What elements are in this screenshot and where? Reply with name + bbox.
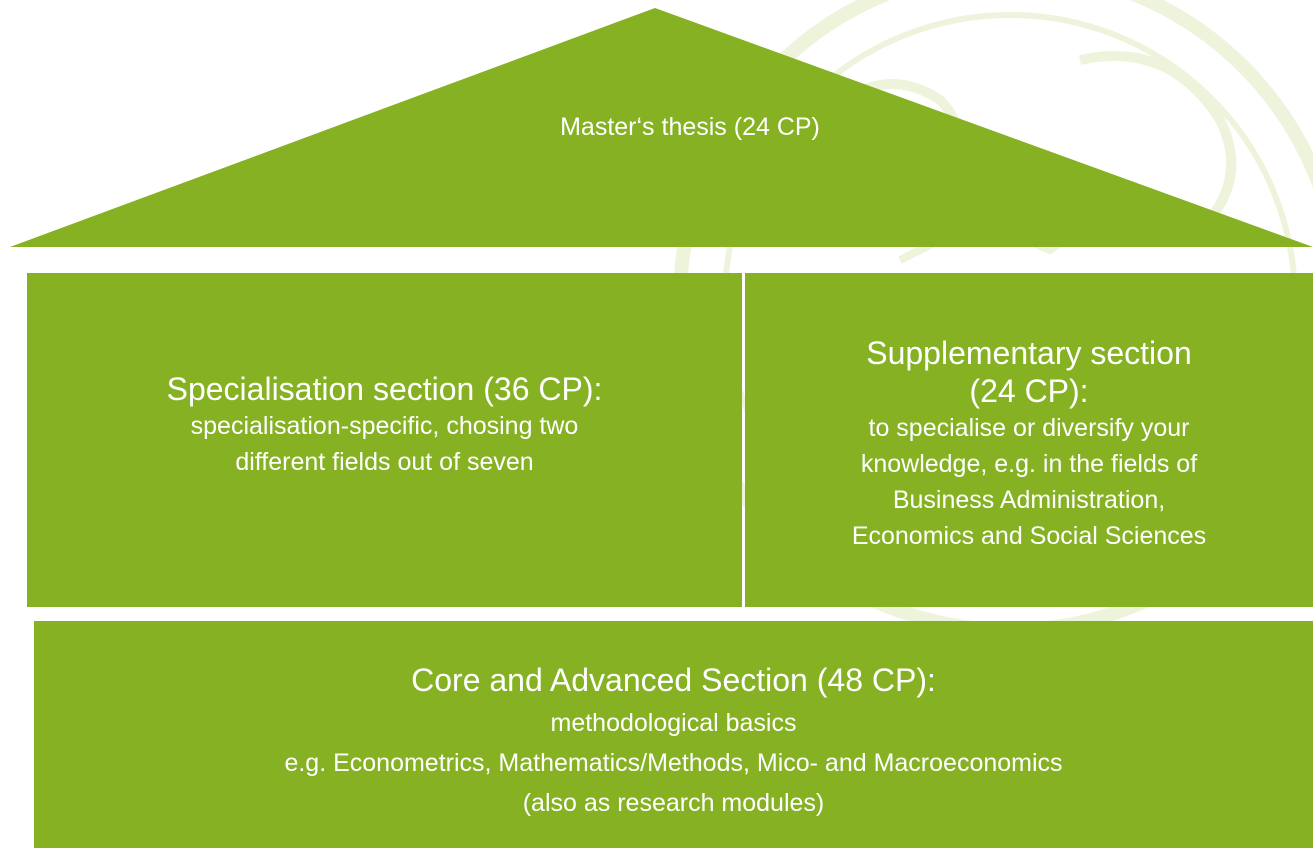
core-line: e.g. Econometrics, Mathematics/Methods, … <box>284 748 1063 777</box>
core-line: (also as research modules) <box>522 788 825 817</box>
supplementary-heading: Supplementary section <box>866 335 1192 371</box>
supplementary-section-box: Supplementary section (24 CP): to specia… <box>745 273 1313 607</box>
specialisation-section-box: Specialisation section (36 CP): speciali… <box>27 273 742 607</box>
core-heading: Core and Advanced Section (48 CP): <box>411 661 936 698</box>
masters-thesis-label: Master‘s thesis (24 CP) <box>560 113 820 141</box>
core-line: methodological basics <box>550 708 797 737</box>
supplementary-line: Business Administration, <box>892 486 1166 514</box>
specialisation-line: specialisation-specific, chosing two <box>190 412 579 440</box>
specialisation-line: different fields out of seven <box>235 448 534 476</box>
supplementary-line: Economics and Social Sciences <box>851 522 1207 550</box>
supplementary-line: to specialise or diversify your <box>868 414 1190 442</box>
supplementary-heading-cp: (24 CP): <box>969 373 1089 409</box>
core-advanced-section-box: Core and Advanced Section (48 CP): metho… <box>34 621 1313 848</box>
roof-triangle <box>10 8 1313 247</box>
specialisation-heading: Specialisation section (36 CP): <box>166 371 603 407</box>
supplementary-line: knowledge, e.g. in the fields of <box>860 450 1198 478</box>
